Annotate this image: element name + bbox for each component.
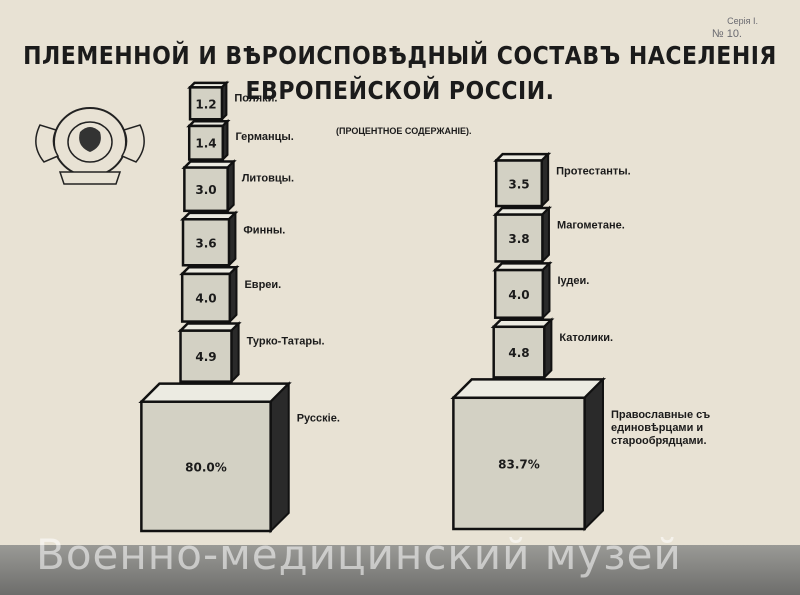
cube-6: 80.0% Русскіе.: [138, 381, 340, 534]
cube-front-face: [179, 329, 233, 383]
cube-category-label: Турко-Татары.: [247, 336, 325, 348]
cube-front-face: [180, 272, 232, 323]
scan-bottom-edge: [0, 545, 800, 595]
cube-value-label: 3.6: [195, 236, 216, 250]
cube-1: 1.4 Германцы.: [186, 118, 294, 162]
cube-4: 4.0 Евреи.: [179, 264, 281, 324]
cube-category-label: Іудеи.: [557, 275, 589, 287]
cube-side-face: [583, 376, 604, 532]
cube-value-label: 3.0: [195, 183, 216, 197]
cube-value-label: 80.0%: [185, 460, 227, 474]
cube-value-label: 1.4: [195, 137, 216, 151]
watermark-text: Военно-медицинский музей: [36, 530, 682, 579]
cube-front-face: [187, 124, 225, 161]
cube-category-label: Поляки.: [234, 92, 277, 104]
cube-value-label: 4.9: [195, 350, 216, 364]
cube-2: 4.0 Іудеи.: [492, 261, 589, 321]
cube-side-face: [269, 381, 290, 534]
nationality-chart: 80.0% Русскіе. 4.9 Турко-Татары. 4.0 Евреи. 3.…: [138, 80, 340, 534]
cube-5: 4.9 Турко-Татары.: [177, 321, 325, 385]
cube-value-label: 4.0: [195, 292, 216, 306]
title-line-1: ПЛЕМЕННОЙ И ВѢРОИСПОВѢДНЫЙ СОСТАВЪ НАСЕЛ…: [23, 42, 777, 71]
society-emblem: [35, 107, 145, 185]
title-line-2: ЕВРОПЕЙСКОЙ РОССІИ.: [245, 77, 555, 106]
cube-front-face: [494, 159, 544, 208]
cube-category-label: Магометане.: [557, 220, 625, 232]
label-line: единовѣрцами и: [611, 422, 703, 434]
cube-top-face: [450, 378, 607, 400]
cube-value-label: 1.2: [195, 97, 216, 111]
cube-category-label: Евреи.: [244, 279, 281, 291]
cube-front-face: [493, 268, 545, 319]
cube-front-face: [140, 400, 272, 533]
series-number: № 10.: [711, 28, 742, 40]
cube-front-face: [494, 213, 544, 263]
cube-value-label: 4.0: [508, 288, 529, 302]
cube-2: 3.0 Литовцы.: [181, 159, 294, 214]
cube-3: 3.6 Финны.: [179, 210, 285, 268]
cube-category-label: Католики.: [559, 332, 613, 344]
label-line: Православные съ: [611, 409, 710, 421]
cube-value-label: 83.7%: [498, 457, 540, 471]
cube-top-face: [138, 382, 292, 403]
cube-category-label: Финны.: [243, 224, 285, 236]
label-line: старообрядцами.: [611, 435, 707, 447]
cube-value-label: 4.8: [508, 346, 529, 360]
cube-front-face: [188, 86, 224, 121]
cube-front-face: [452, 396, 586, 531]
cube-0: 1.2 Поляки.: [187, 80, 277, 122]
cube-3: 4.8 Католики.: [490, 317, 613, 380]
cube-category-label: Русскіе.: [297, 413, 340, 425]
cube-category-label: Германцы.: [235, 131, 293, 143]
cube-category-label: Литовцы.: [242, 173, 294, 185]
cube-front-face: [181, 218, 231, 267]
cube-0: 3.5 Протестанты.: [493, 151, 631, 209]
series-label: Серія I.: [727, 16, 758, 26]
cube-category-label: Протестанты.: [556, 166, 631, 178]
cube-value-label: 3.8: [508, 232, 529, 246]
cube-value-label: 3.5: [508, 177, 529, 191]
cube-front-face: [492, 325, 546, 379]
cube-front-face: [183, 166, 229, 213]
cube-1: 3.8 Магометане.: [492, 205, 625, 264]
subtitle: (ПРОЦЕНТНОЕ СОДЕРЖАНІЕ).: [336, 126, 472, 136]
